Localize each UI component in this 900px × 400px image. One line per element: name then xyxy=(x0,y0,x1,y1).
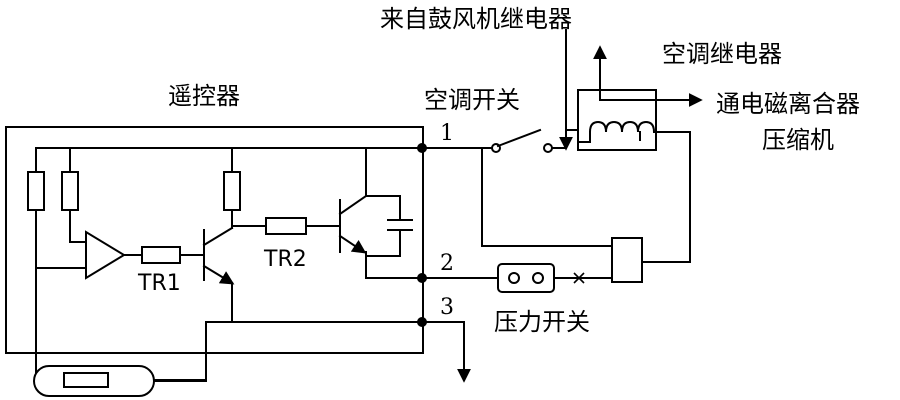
label-compressor: 压缩机 xyxy=(762,126,834,154)
label-tr1: TR1 xyxy=(137,271,181,296)
pressure-relay-box xyxy=(611,237,643,283)
label-remote: 遥控器 xyxy=(168,82,240,110)
thermistor-element xyxy=(63,372,109,388)
ac-relay-coil xyxy=(588,120,656,134)
label-pressure-switch: 压力开关 xyxy=(494,308,590,336)
ac-switch-right-contact xyxy=(543,143,553,153)
terminal-1-label: 1 xyxy=(440,121,454,146)
label-ac-switch: 空调开关 xyxy=(424,86,520,114)
resistor-left-1 xyxy=(27,171,45,211)
terminal-2-label: 2 xyxy=(440,251,454,276)
tr1-base-resistor xyxy=(141,246,181,264)
label-tr2: TR2 xyxy=(263,247,307,272)
tr2-base-resistor xyxy=(265,217,307,235)
pressure-switch xyxy=(497,263,555,293)
ac-switch-blade xyxy=(496,128,542,148)
amplifier xyxy=(85,230,126,280)
remote-controller-box xyxy=(5,126,424,354)
terminal-3-label: 3 xyxy=(440,295,454,320)
label-to-clutch: 通电磁离合器 xyxy=(716,90,860,118)
label-blower-relay: 来自鼓风机继电器 xyxy=(380,5,572,33)
resistor-left-2 xyxy=(61,171,79,211)
label-ac-relay: 空调继电器 xyxy=(662,40,782,68)
tr1-collector-resistor xyxy=(223,171,241,211)
